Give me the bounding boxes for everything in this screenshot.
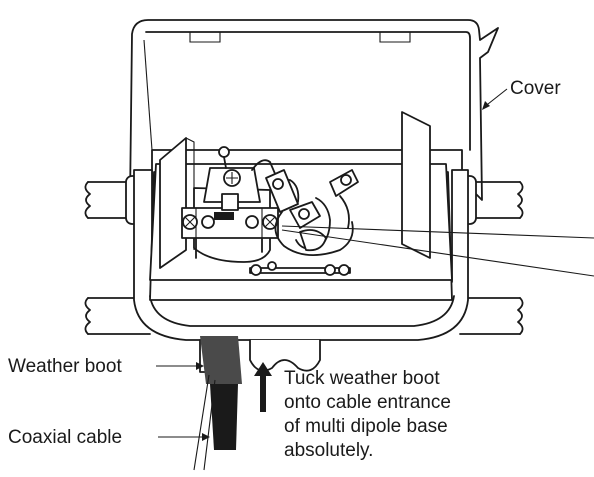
weather-boot-and-cable <box>193 336 242 471</box>
coil-connectors <box>265 169 359 256</box>
instruction-line-3: of multi dipole base <box>284 416 448 437</box>
cover-label: Cover <box>510 78 561 99</box>
terminal-block <box>181 146 300 263</box>
instruction-line-1: Tuck weather boot <box>284 368 440 389</box>
weather-boot-label: Weather boot <box>8 356 122 377</box>
cover <box>129 19 499 201</box>
screw-icon <box>250 264 262 276</box>
up-arrow-icon <box>254 362 272 412</box>
coaxial-cable-label: Coaxial cable <box>8 427 122 448</box>
inner-walls <box>159 111 431 269</box>
instruction-line-4: absolutely. <box>284 440 373 461</box>
fastener-rail <box>249 261 351 276</box>
terminal-leader-lines <box>281 225 594 277</box>
instruction-line-2: onto cable entrance <box>284 392 451 413</box>
label-leaders <box>156 88 508 441</box>
